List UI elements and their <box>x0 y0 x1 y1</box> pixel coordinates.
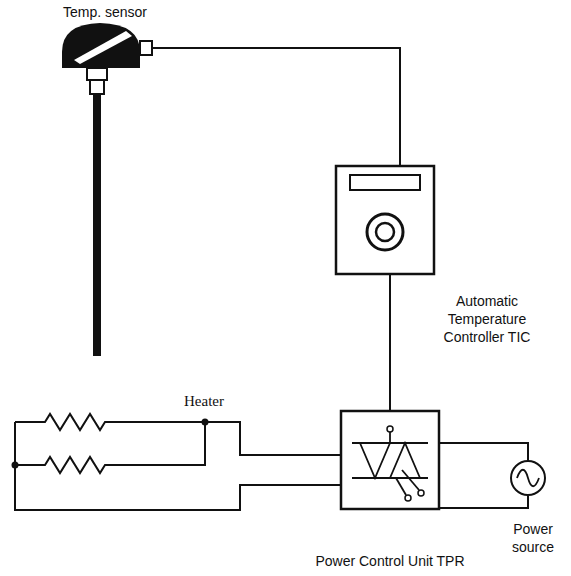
node-drawing <box>510 460 546 496</box>
component-label: Temp. sensor <box>40 3 170 21</box>
power-unit-housing <box>341 411 439 509</box>
component-label: Heater <box>173 392 235 410</box>
heater-bus <box>14 422 16 468</box>
sensor-rod <box>93 94 101 356</box>
wire <box>440 443 528 460</box>
node-drawing <box>335 165 435 275</box>
component-label: Power source <box>504 520 562 556</box>
power-source: Power source <box>500 458 568 558</box>
node-shape <box>60 22 152 357</box>
node-drawing <box>12 418 208 468</box>
node-shape <box>510 460 546 496</box>
terminal-dot <box>418 490 424 496</box>
cable-gland <box>140 41 152 55</box>
controller-housing <box>336 166 434 274</box>
sensor-fitting <box>90 80 104 94</box>
display-window <box>350 175 420 190</box>
ac-source-symbol <box>511 461 545 495</box>
node-shape <box>12 418 208 468</box>
node-drawing <box>60 22 152 357</box>
node-shape <box>335 165 435 275</box>
terminal-dot <box>405 495 411 501</box>
wire <box>152 48 400 165</box>
resistor-symbol <box>15 422 205 473</box>
knob-center <box>376 223 394 241</box>
sensor-head <box>62 23 140 68</box>
triac-symbol <box>352 432 428 495</box>
component-label: Power Control Unit TPR <box>290 552 490 570</box>
node-shape <box>340 410 440 510</box>
sine-wave <box>517 470 539 487</box>
heater-element: Heater <box>10 390 245 472</box>
power-control-box: Power Control Unit TPR <box>290 410 490 572</box>
node-drawing <box>340 410 440 510</box>
component-label: Automatic Temperature Controller TIC <box>435 292 539 346</box>
terminal-dot <box>387 426 393 432</box>
setpoint-knob <box>367 214 403 250</box>
junction-dot <box>12 462 19 469</box>
sensor-neck <box>87 68 107 80</box>
temperature-sensor: Temp. sensor <box>40 0 170 360</box>
controller-box: Automatic Temperature Controller TIC <box>335 165 545 355</box>
sensor-stripe <box>74 31 132 64</box>
junction-dot <box>202 419 209 426</box>
wire <box>389 275 391 410</box>
wire <box>208 422 340 455</box>
wire <box>440 496 528 508</box>
wire <box>15 468 340 510</box>
resistor-symbol <box>15 414 208 430</box>
